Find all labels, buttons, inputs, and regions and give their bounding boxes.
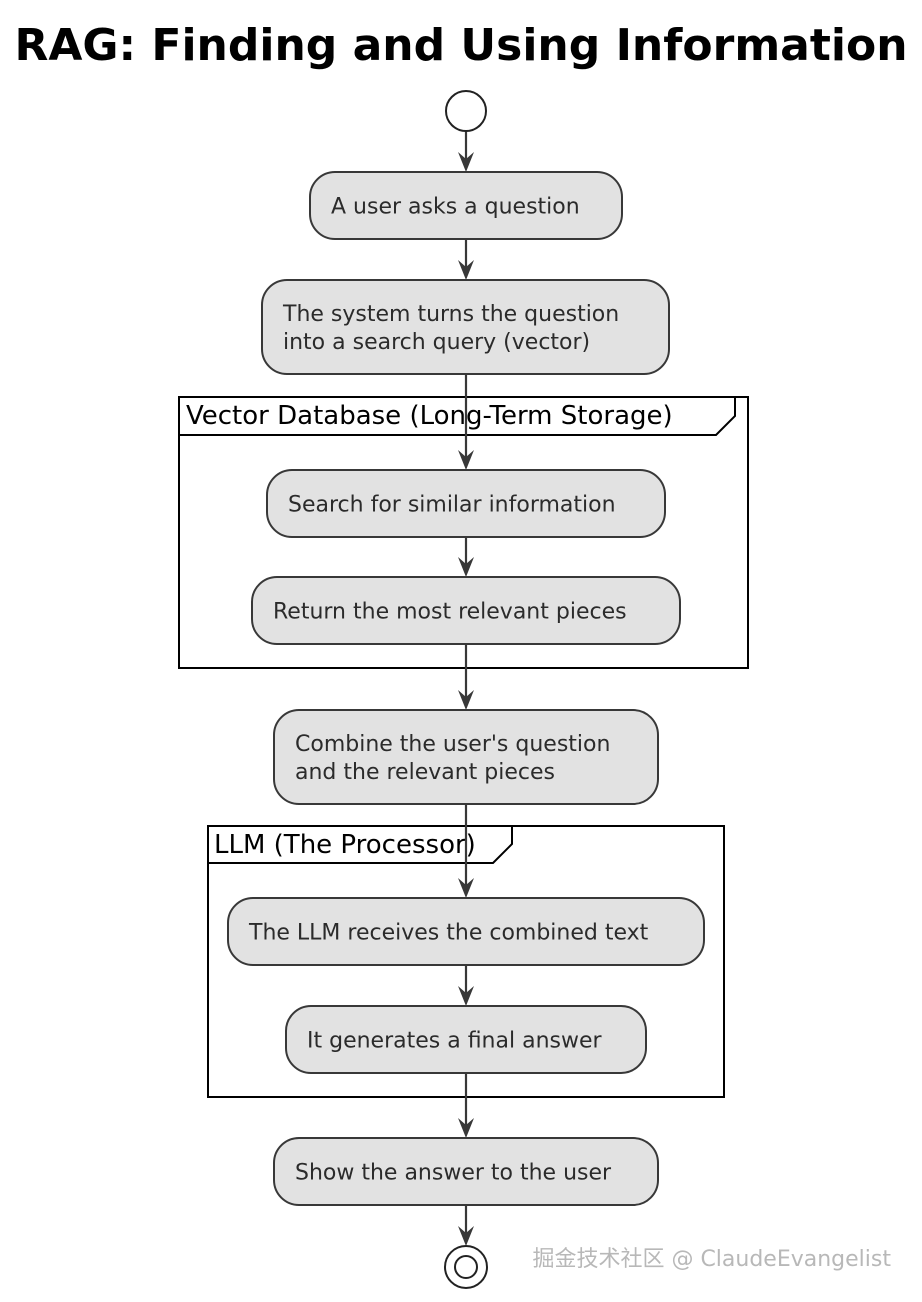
flow-arrow [458,1073,474,1138]
edges [458,131,474,1246]
diagram-title: RAG: Finding and Using Information [14,20,907,71]
flow-arrow [458,1205,474,1246]
activity-label: It generates a final answer [307,1029,603,1054]
activity-label: A user asks a question [331,195,580,220]
activity-turn-into-query: The system turns the question into a sear… [261,279,670,375]
activity-combine: Combine the user's question and the relev… [273,709,659,805]
partition-vector-database: Vector Database (Long-Term Storage) [178,396,749,669]
partition-label-vector-database: Vector Database (Long-Term Storage) [186,401,673,431]
flow-arrow [458,965,474,1006]
flow-arrow [458,644,474,710]
activity-label: Combine the user's question [295,732,610,757]
activity-label: into a search query (vector) [283,330,590,355]
end-node [444,1245,488,1289]
flow-arrow [458,804,474,898]
watermark: 掘金技术社区 @ ClaudeEvangelist [532,1247,891,1272]
flow-arrow [458,239,474,280]
partition-label-llm: LLM (The Processor) [214,830,476,860]
activity-show-answer: Show the answer to the user [273,1137,659,1206]
activity-label: The LLM receives the combined text [248,921,649,946]
activity-generate-answer: It generates a final answer [285,1005,647,1074]
activity-label: Search for similar information [288,493,616,518]
flow-arrow [458,374,474,470]
flow-arrow [458,537,474,577]
activity-label: and the relevant pieces [295,760,555,785]
activity-label: Return the most relevant pieces [273,600,627,625]
flow-arrow [458,131,474,172]
activity-user-asks: A user asks a question [309,171,623,240]
activity-label: Show the answer to the user [295,1161,612,1186]
start-node [445,90,487,132]
activity-search-similar: Search for similar information [266,469,666,538]
activity-label: The system turns the question [282,302,619,327]
activity-llm-receives: The LLM receives the combined text [227,897,705,966]
activity-return-relevant: Return the most relevant pieces [251,576,681,645]
